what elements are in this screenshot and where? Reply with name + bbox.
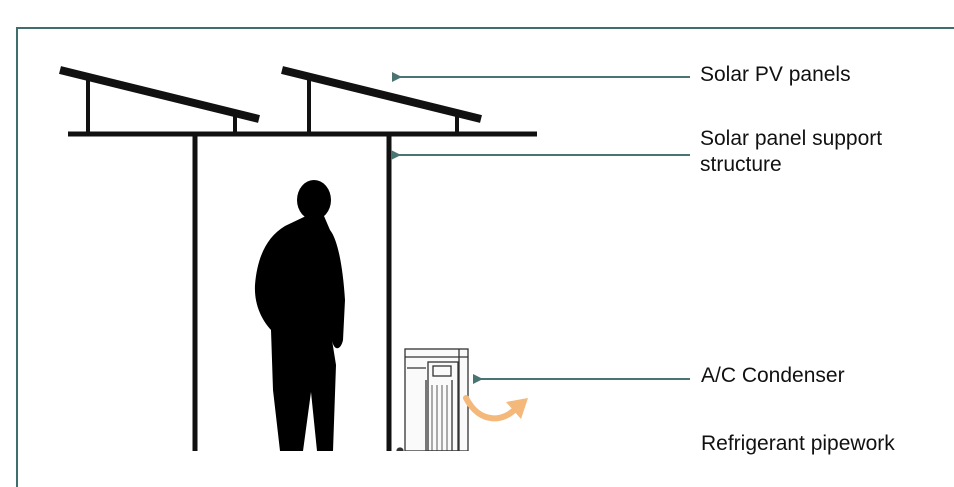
airflow-arrow-icon	[463, 395, 528, 422]
leader-arrows	[391, 72, 690, 384]
ac-condenser-icon	[396, 348, 469, 451]
label-refrigerant-pipework: Refrigerant pipework	[701, 431, 895, 457]
support-structure	[68, 131, 537, 451]
label-support-line2: structure	[700, 153, 782, 176]
solar-canopy-diagram	[59, 66, 690, 451]
solar-pv-panels	[59, 66, 482, 133]
solar-panel-left	[59, 66, 260, 123]
label-solar-panel-support: Solar panel support structure	[700, 126, 882, 178]
solar-panel-right	[281, 66, 482, 123]
diagram-frame	[16, 27, 954, 487]
label-ac-condenser-text: A/C Condenser	[701, 364, 845, 387]
label-solar-pv-panels-text: Solar PV panels	[700, 63, 851, 86]
label-support-line1: Solar panel support	[700, 127, 883, 150]
person-silhouette-icon	[254, 180, 345, 451]
label-refrigerant-pipework-text: Refrigerant pipework	[701, 432, 895, 455]
label-ac-condenser: A/C Condenser	[701, 363, 845, 389]
label-solar-pv-panels: Solar PV panels	[700, 62, 851, 88]
